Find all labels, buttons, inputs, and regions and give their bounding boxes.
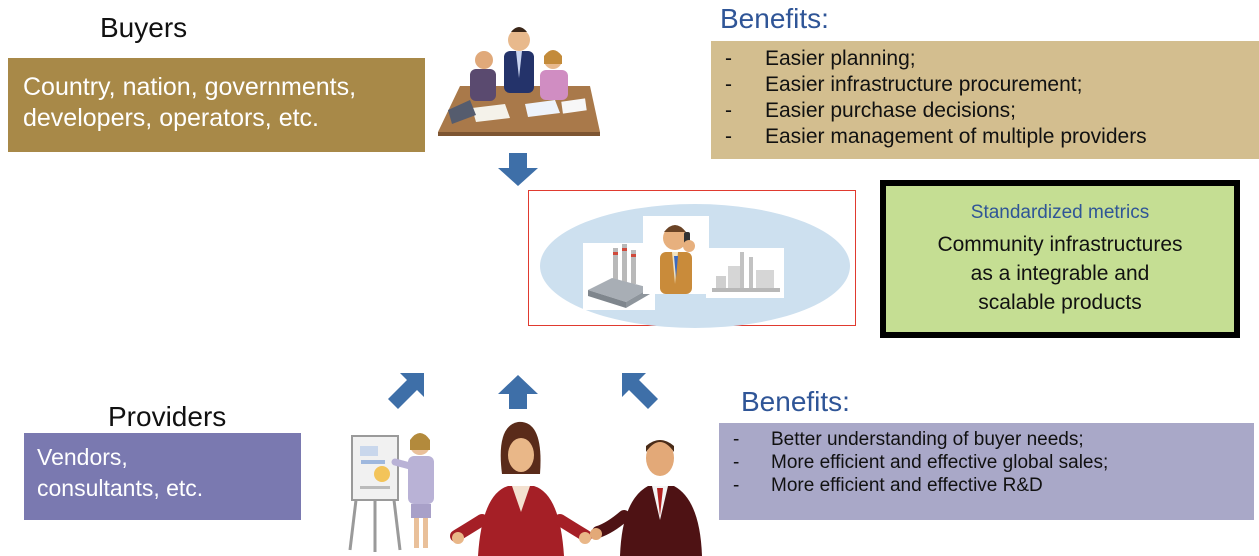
up-arrow-icon	[498, 375, 538, 409]
list-item: - Easier infrastructure procurement;	[725, 72, 1259, 98]
bullet-marker: -	[725, 99, 732, 122]
man-on-phone-clipart	[643, 216, 709, 294]
standardized-metrics-box: Standardized metrics Community infrastru…	[880, 180, 1240, 338]
presenter-with-flipchart-clipart	[348, 433, 434, 552]
buyers-description-box: Country, nation, governments, developers…	[8, 58, 425, 152]
providers-heading: Providers	[108, 401, 227, 432]
factory-clipart	[706, 248, 784, 298]
provider-benefit-text: More efficient and effective R&D	[771, 475, 1043, 496]
list-item: - More efficient and effective R&D	[733, 474, 1254, 497]
provider-benefits-box: - Better understanding of buyer needs; - M…	[719, 423, 1254, 520]
provider-benefits-heading: Benefits:	[741, 386, 850, 417]
metrics-heading: Standardized metrics	[970, 202, 1150, 223]
buyer-benefits-heading: Benefits:	[720, 3, 829, 34]
buyers-heading: Buyers	[100, 12, 188, 43]
down-arrow-icon	[498, 153, 538, 186]
buyer-benefits-box: - Easier planning; - Easier infrastructure…	[711, 41, 1259, 159]
providers-description-line: Vendors,	[37, 444, 128, 470]
bullet-marker: -	[725, 73, 732, 96]
buyer-benefit-text: Easier purchase decisions;	[765, 99, 1016, 122]
providers-description-box: Vendors, consultants, etc.	[24, 433, 301, 520]
metrics-body-line: as a integrable and	[970, 262, 1150, 285]
list-item: - Easier purchase decisions;	[725, 98, 1259, 124]
list-item: - Easier planning;	[725, 46, 1259, 72]
providers-description-line: consultants, etc.	[37, 475, 204, 501]
buyer-benefit-text: Easier infrastructure procurement;	[765, 73, 1083, 96]
list-item: - Easier management of multiple providers	[725, 124, 1259, 150]
bullet-marker: -	[725, 47, 732, 70]
businessman-clipart	[590, 440, 702, 556]
business-meeting-clipart	[438, 27, 600, 136]
businesswoman-clipart	[450, 421, 592, 556]
metrics-body-line: Community infrastructures	[937, 233, 1183, 256]
buyer-benefits-list: - Easier planning; - Easier infrastructure…	[725, 46, 1259, 150]
up-left-arrow-icon	[386, 373, 424, 409]
bullet-marker: -	[733, 452, 740, 473]
bullet-marker: -	[733, 475, 740, 496]
list-item: - More efficient and effective global sal…	[733, 451, 1254, 474]
bullet-marker: -	[725, 125, 732, 148]
buyer-benefit-text: Easier management of multiple providers	[765, 125, 1147, 148]
up-right-arrow-icon	[622, 373, 660, 409]
metrics-body: Community infrastructures as a integrabl…	[886, 230, 1234, 317]
provider-benefit-text: More efficient and effective global sale…	[771, 452, 1109, 473]
bullet-marker: -	[733, 429, 740, 450]
metrics-body-line: scalable products	[978, 291, 1142, 314]
provider-benefit-text: Better understanding of buyer needs;	[771, 429, 1084, 450]
buyer-benefit-text: Easier planning;	[765, 47, 916, 70]
buyers-description-line: developers, operators, etc.	[23, 104, 319, 132]
list-item: - Better understanding of buyer needs;	[733, 428, 1254, 451]
provider-benefits-list: - Better understanding of buyer needs; - M…	[733, 428, 1254, 497]
buyers-description-line: Country, nation, governments,	[23, 73, 357, 101]
